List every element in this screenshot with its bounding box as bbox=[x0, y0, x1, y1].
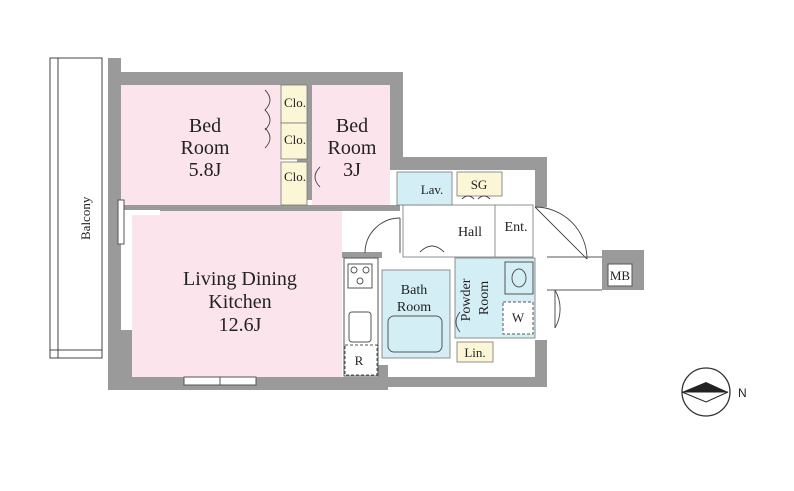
washer-label: W bbox=[512, 310, 525, 325]
bedroom-2-name-1: Bed bbox=[336, 115, 368, 137]
shoe-cabinet-label: SG bbox=[471, 177, 488, 192]
meter-box bbox=[607, 263, 633, 287]
bath-name-2: Room bbox=[397, 300, 431, 315]
closet-3 bbox=[280, 161, 308, 206]
closet-2-label: Clo. bbox=[284, 132, 306, 147]
compass-arrow-icon bbox=[682, 382, 728, 392]
closet-2 bbox=[280, 122, 308, 160]
bedroom-1-size: 5.8J bbox=[189, 159, 222, 181]
sink bbox=[348, 311, 372, 343]
windows bbox=[117, 199, 257, 386]
doors bbox=[264, 89, 588, 333]
powder-name-1: Powder bbox=[459, 278, 474, 321]
shoe-cabinet bbox=[456, 171, 503, 197]
hall-label: Hall bbox=[458, 225, 482, 240]
balcony-label: Balcony bbox=[78, 196, 93, 240]
linen-label: Lin. bbox=[464, 345, 485, 360]
ldk-floor bbox=[132, 215, 342, 377]
bedroom-2-name-2: Room bbox=[328, 137, 377, 159]
refrigerator-box bbox=[344, 344, 378, 376]
ldk-name-1: Living Dining bbox=[183, 268, 297, 290]
washer-box bbox=[502, 301, 534, 335]
powder-name-2: Room bbox=[477, 281, 492, 315]
bath-name-1: Bath bbox=[401, 283, 427, 298]
closet-3-label: Clo. bbox=[284, 169, 306, 184]
entrance-label: Ent. bbox=[505, 220, 528, 235]
lavatory-floor bbox=[396, 171, 453, 206]
balcony bbox=[49, 57, 103, 359]
lavatory-label: Lav. bbox=[421, 182, 444, 197]
bedroom-1-floor bbox=[121, 85, 281, 205]
refrigerator-label: R bbox=[355, 353, 364, 368]
bedroom-1-name-2: Room bbox=[181, 137, 230, 159]
bedroom-2-floor bbox=[312, 85, 390, 205]
ldk-size: 12.6J bbox=[219, 314, 262, 336]
compass-north-label: N bbox=[738, 386, 747, 400]
linen-closet bbox=[456, 341, 494, 363]
closet-1 bbox=[280, 84, 308, 124]
meter-box-label: MB bbox=[610, 268, 631, 283]
toilet-box bbox=[504, 261, 534, 295]
compass bbox=[681, 367, 731, 417]
closet-1-label: Clo. bbox=[284, 95, 306, 110]
bath-floor bbox=[381, 269, 451, 359]
bathtub bbox=[387, 315, 443, 353]
ldk-name-2: Kitchen bbox=[208, 291, 271, 313]
ldk-upper-floor bbox=[160, 211, 342, 215]
bedroom-2-size: 3J bbox=[343, 159, 361, 181]
bedroom-1-name-1: Bed bbox=[189, 115, 221, 137]
